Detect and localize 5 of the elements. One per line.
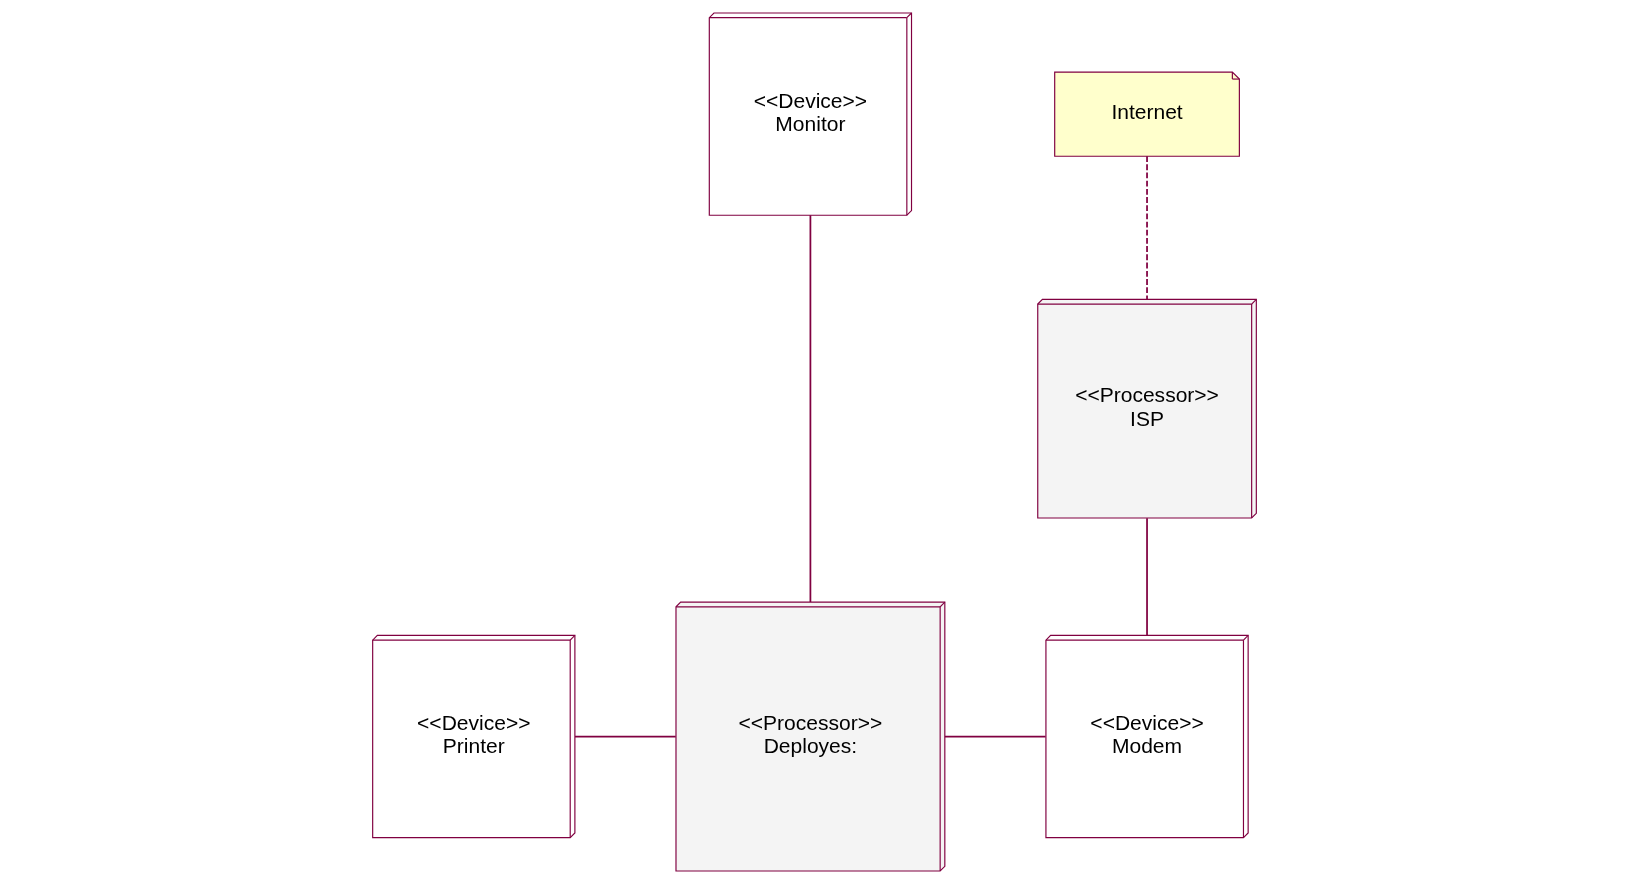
connector [809, 214, 811, 603]
connector [1145, 517, 1148, 637]
connector [1145, 155, 1148, 301]
connector [943, 735, 1046, 738]
connector [573, 735, 677, 738]
